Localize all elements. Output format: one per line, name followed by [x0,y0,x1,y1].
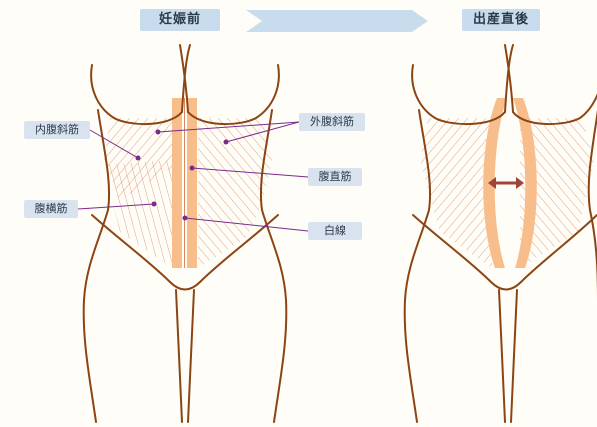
header-after-childbirth: 出産直後 [462,9,540,31]
step-arrow-icon [246,10,428,32]
rectus-abdominis-right [187,98,197,268]
label-linea-alba: 白線 [308,222,362,240]
rectus-abdominis-left [172,98,182,268]
transversus-area [104,160,172,268]
figure-before [78,45,308,422]
header-before-pregnancy: 妊娠前 [140,9,220,31]
label-external-oblique: 外腹斜筋 [299,113,365,131]
label-internal-oblique: 内腹斜筋 [24,121,90,139]
label-rectus-abdominis: 腹直筋 [308,168,362,186]
figure-after [405,45,597,422]
label-transversus-abdominis: 腹横筋 [24,200,78,218]
